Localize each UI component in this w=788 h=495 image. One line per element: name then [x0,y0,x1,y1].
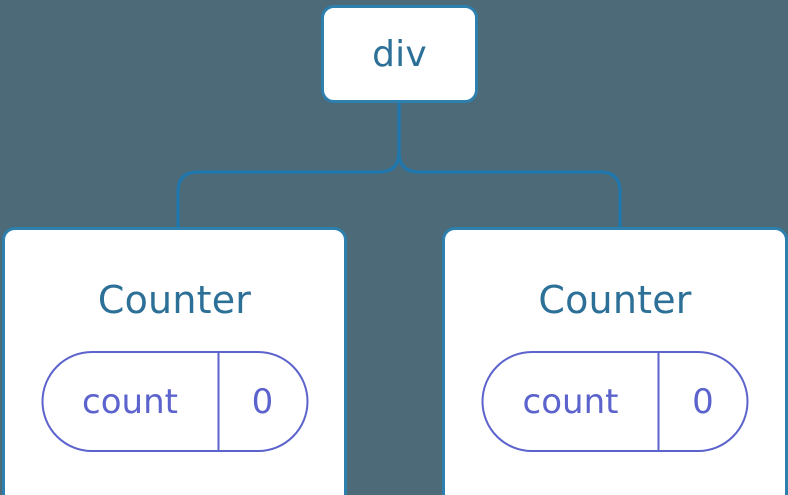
node-counter-right-label: Counter [538,278,692,322]
counter-left-content: Counter count 0 [5,230,344,495]
node-counter-right[interactable]: Counter count 0 [442,227,788,495]
state-value-right: 0 [692,381,714,422]
state-key-left: count [43,353,219,450]
state-key-right: count [484,353,660,450]
state-pill-right[interactable]: count 0 [481,351,749,452]
state-value-left: 0 [251,381,274,422]
state-pill-left[interactable]: count 0 [41,351,308,452]
counter-right-content: Counter count 0 [445,230,785,495]
node-div-label: div [372,33,427,75]
node-counter-left-label: Counter [97,278,252,322]
node-div[interactable]: div [321,5,478,103]
edge-div-to-counter-left [176,101,401,231]
node-counter-left[interactable]: Counter count 0 [2,227,347,495]
edge-div-to-counter-right [397,101,622,231]
